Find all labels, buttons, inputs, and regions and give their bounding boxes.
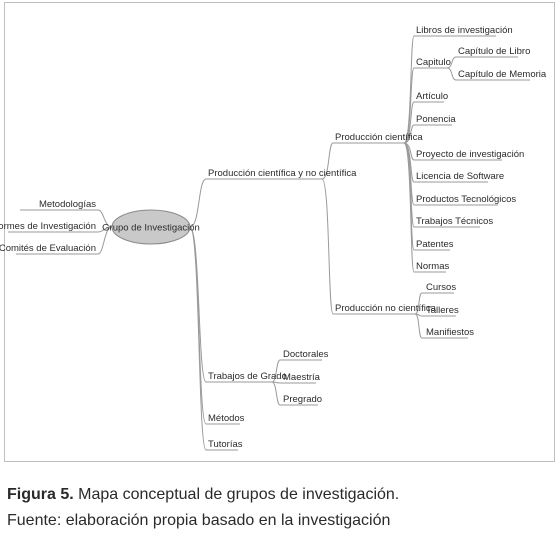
- node-trabajos-tecnicos: Trabajos Técnicos: [416, 216, 493, 227]
- caption-source: Fuente: elaboración propia basado en la …: [7, 512, 391, 529]
- node-produccion: Producción científica y no científica: [208, 168, 357, 179]
- node-cursos: Cursos: [426, 282, 456, 293]
- node-informes: Informes de Investigación: [0, 221, 96, 232]
- node-pregrado: Pregrado: [283, 394, 322, 405]
- root-node-label: Grupo de Investigación: [102, 223, 200, 234]
- figure-caption: Figura 5. Mapa conceptual de grupos de i…: [7, 482, 399, 534]
- node-productos: Productos Tecnológicos: [416, 194, 516, 205]
- node-trabajos-grado: Trabajos de Grado: [208, 371, 287, 382]
- node-no-cientifica: Producción no científica: [335, 303, 437, 314]
- node-tutorias: Tutorías: [208, 439, 243, 450]
- node-maestria: Maestría: [283, 372, 321, 383]
- caption-label: Figura 5.: [7, 486, 74, 503]
- node-metodologias: Metodologías: [39, 199, 96, 210]
- node-comites: Comités de Evaluación: [0, 243, 96, 254]
- root-node-ellipse: [111, 209, 191, 245]
- node-ponencia: Ponencia: [416, 114, 456, 125]
- node-libros: Libros de investigación: [416, 25, 513, 36]
- caption-title: Mapa conceptual de grupos de investigaci…: [73, 486, 400, 503]
- node-cientifica: Producción científica: [335, 132, 423, 143]
- mind-map: Grupo de Investigación Metodologías Info…: [0, 25, 547, 451]
- node-talleres: Talleres: [426, 305, 459, 316]
- node-manifiestos: Manifiestos: [426, 327, 474, 338]
- node-capitulo-memoria: Capítulo de Memoria: [458, 69, 547, 80]
- node-capitulo: Capitulo: [416, 57, 451, 68]
- node-patentes: Patentes: [416, 239, 454, 250]
- node-capitulo-libro: Capítulo de Libro: [458, 46, 530, 57]
- node-articulo: Artículo: [416, 91, 448, 102]
- node-doctorales: Doctorales: [283, 349, 329, 360]
- node-metodos: Métodos: [208, 413, 245, 424]
- node-normas: Normas: [416, 261, 450, 272]
- node-licencia: Licencia de Software: [416, 171, 504, 182]
- node-underlines: [8, 35, 530, 451]
- node-proyecto: Proyecto de investigación: [416, 149, 524, 160]
- connectors: [97, 35, 457, 451]
- caption-title-line: Figura 5. Mapa conceptual de grupos de i…: [7, 482, 399, 508]
